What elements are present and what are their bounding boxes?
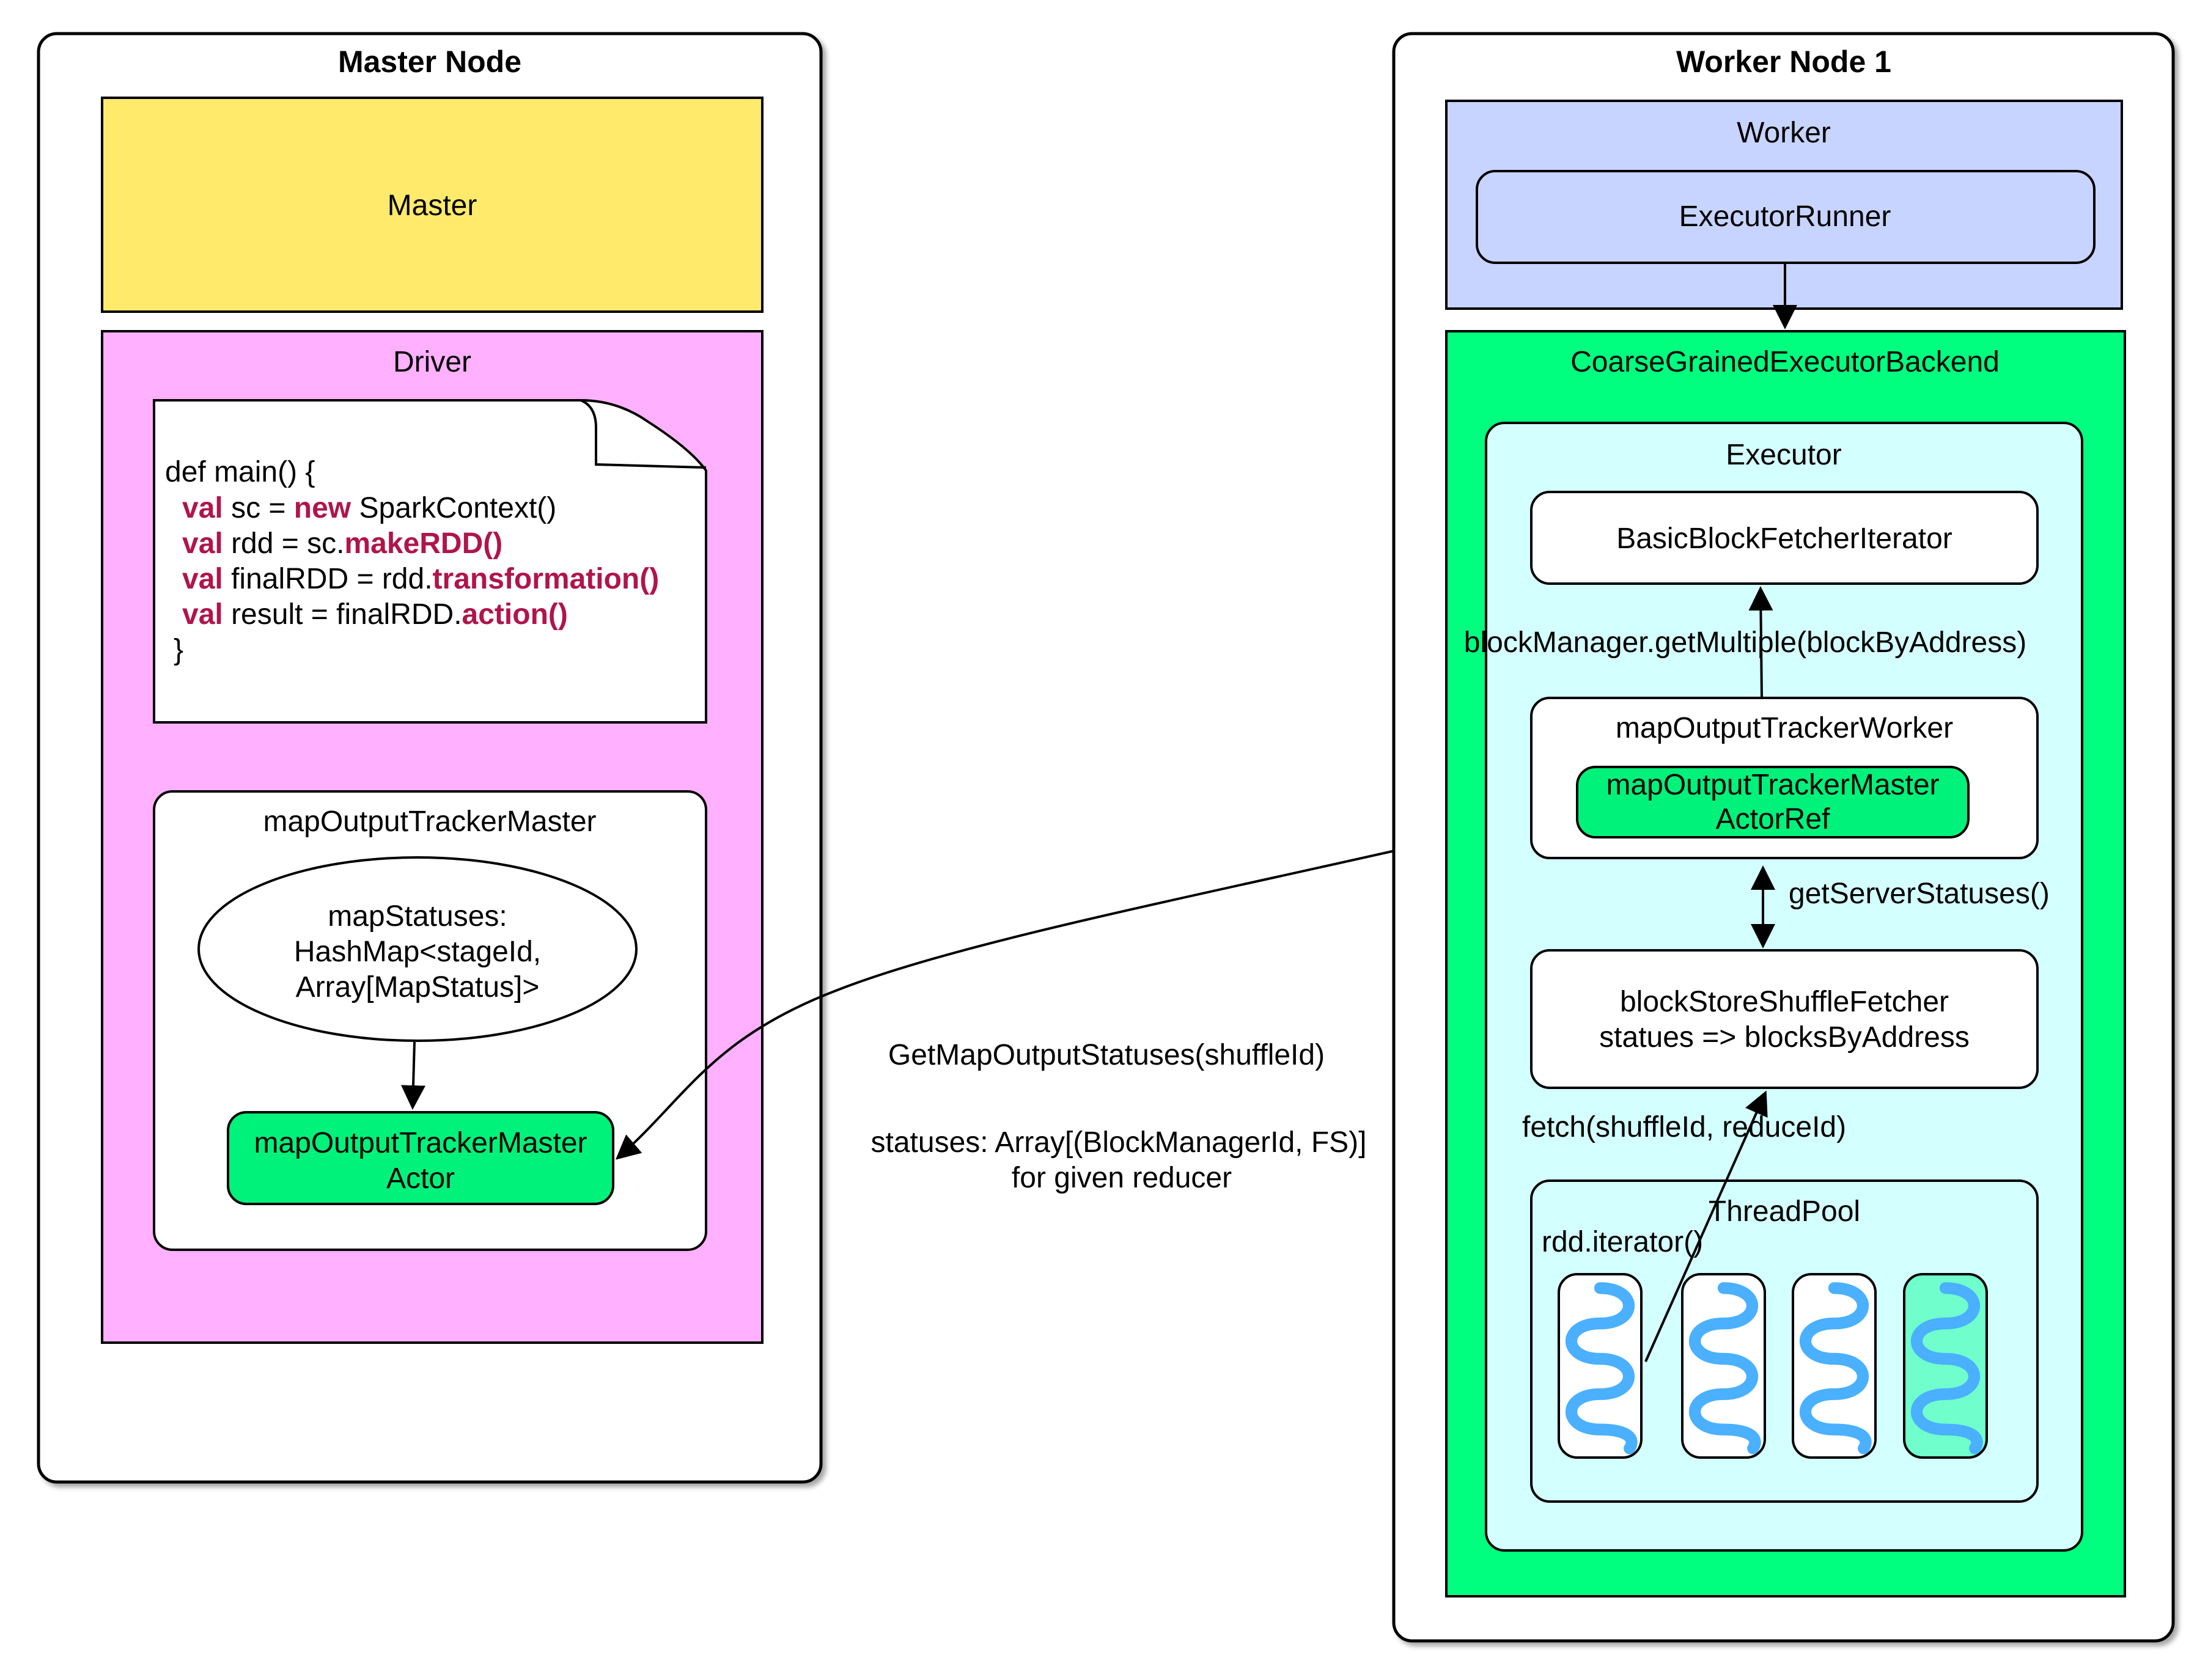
rdd-iterator-label: rdd.iterator() [1542,1226,1703,1258]
worker-label: Worker [1737,117,1831,149]
shuffle-fetcher-box [1530,949,2039,1089]
code-line-4: val finalRDD = rdd.transformation() [182,563,659,595]
code-line-3: val rdd = sc.makeRDD() [182,527,502,560]
thread-4 [1903,1273,1988,1459]
get-server-statuses-label: getServerStatuses() [1789,878,2050,910]
code-line-1: def main() { [165,456,315,488]
map-statuses-line-1: mapStatuses: [328,900,507,933]
backend-label: CoarseGrainedExecutorBackend [1570,346,2000,378]
thread-2 [1681,1273,1766,1459]
fetcher-iterator-box [1530,491,2039,585]
shuffle-fetcher-line-1: blockStoreShuffleFetcher [1620,986,1949,1018]
code-line-2: val sc = new SparkContext() [182,492,556,524]
code-page [153,399,707,724]
tracker-worker-label: mapOutputTrackerWorker [1616,712,1953,744]
tracker-master-actor-line-2: Actor [386,1162,455,1195]
code-page-fold [580,399,707,469]
map-statuses-line-2: HashMap<stageId, [294,936,541,968]
master-node: Master Node Master Driver def main() { v… [37,32,823,1484]
worker-node-title: Worker Node 1 [1676,45,1891,79]
shuffle-fetcher-line-2: statues => blocksByAddress [1599,1021,1970,1054]
master-label: Master [388,189,477,222]
driver-label: Driver [393,346,471,378]
master-node-title: Master Node [338,45,521,79]
actor-message-arrow [615,801,1580,1160]
reply-message-line-2: for given reducer [1012,1162,1232,1194]
executor-runner-label: ExecutorRunner [1679,200,1891,233]
code-line-6: } [174,634,183,666]
driver-code-document: def main() { val sc = new SparkContext()… [153,399,707,724]
thread-3 [1792,1273,1877,1459]
thread-1 [1558,1273,1643,1459]
executor-label: Executor [1726,439,1841,471]
code-line-5: val result = finalRDD.action() [182,598,568,631]
map-statuses-line-3: Array[MapStatus]> [296,971,540,1003]
request-message: GetMapOutputStatuses(shuffleId) [888,1039,1325,1071]
fetch-call-label: fetch(shuffleId, reduceId) [1522,1111,1846,1143]
actor-ref-line-1: mapOutputTrackerMaster [1606,769,1939,801]
actor-ref-box [1576,766,1970,838]
worker-node: Worker Node 1 Worker ExecutorRunner Coar… [1392,32,2175,1643]
tracker-master-actor-line-1: mapOutputTrackerMaster [254,1127,587,1159]
thread-to-shuffle-fetcher-arrow [1644,1090,1768,1362]
get-multiple-label: blockManager.getMultiple(blockByAddress) [1464,626,2026,659]
actor-ref-line-2: ActorRef [1716,803,1830,835]
thread-pool-label: ThreadPool [1709,1195,1860,1228]
fetcher-iterator-label: BasicBlockFetcherIterator [1616,523,1952,555]
tracker-to-fetcher-arrow [1748,586,1773,699]
tracker-master-actor [227,1111,614,1205]
master-box [101,97,764,313]
tracker-master-title: mapOutputTrackerMaster [263,805,596,838]
reply-message-line-1: statuses: Array[(BlockManagerId, FS)] [871,1126,1367,1159]
statuses-to-actor-arrow [401,1041,426,1110]
